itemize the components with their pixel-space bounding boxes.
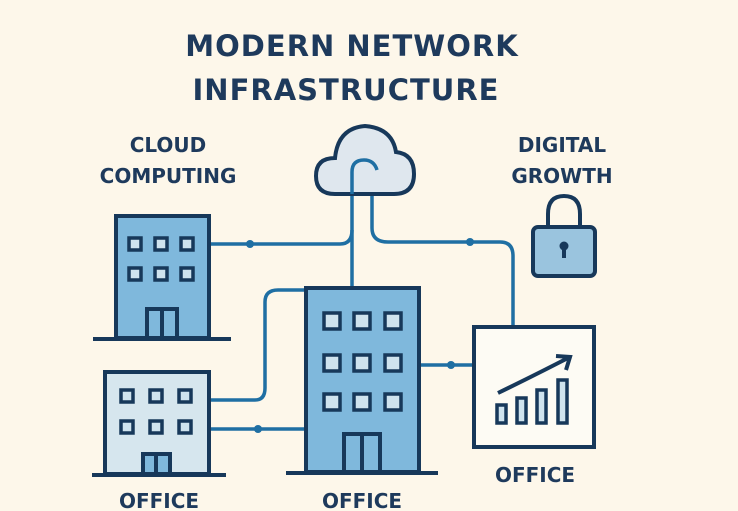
title-line-2: INFRASTRUCTURE: [193, 73, 500, 107]
growth-chart-icon: [472, 325, 596, 449]
network-wires: [210, 180, 515, 433]
office-label-right: OFFICE: [495, 463, 575, 487]
title-line-1: MODERN NETWORK: [185, 29, 519, 63]
digital-growth-label-1: DIGITAL: [518, 133, 606, 157]
office-building-left: [92, 370, 226, 477]
cloud-computing-label-1: CLOUD: [130, 133, 207, 157]
office-label-left: OFFICE: [119, 489, 199, 511]
office-label-center: OFFICE: [322, 489, 402, 511]
cloud-computing-label-2: COMPUTING: [100, 164, 237, 188]
lock-icon: [531, 193, 597, 278]
cloud-icon: [313, 123, 417, 196]
building-icon: [93, 214, 231, 341]
digital-growth-label-2: GROWTH: [511, 164, 612, 188]
office-building-center: [286, 286, 438, 475]
